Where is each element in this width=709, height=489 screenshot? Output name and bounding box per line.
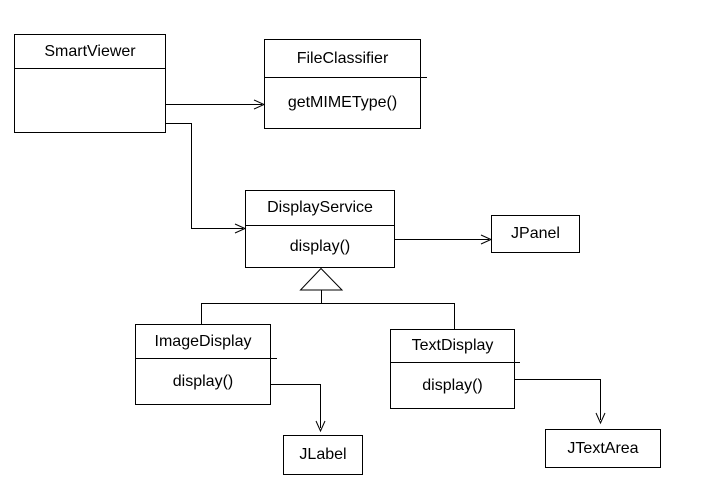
association-smartviewer-displayservice-seg1 bbox=[166, 123, 192, 124]
class-method-textdisplay-display: display() bbox=[422, 376, 483, 394]
class-method-getmimetype: getMIMEType() bbox=[287, 94, 398, 111]
class-box-displayservice: DisplayService display() bbox=[245, 190, 395, 268]
divider-overhang-textdisplay bbox=[515, 362, 520, 363]
class-method-imagedisplay-display: display() bbox=[172, 372, 234, 390]
class-body-smartviewer bbox=[15, 69, 165, 132]
open-arrowhead-icon bbox=[234, 223, 247, 234]
open-arrowhead-icon bbox=[480, 234, 493, 245]
association-displayservice-jpanel bbox=[395, 239, 489, 240]
association-smartviewer-fileclassifier bbox=[166, 104, 262, 105]
association-imagedisplay-jlabel-seg2 bbox=[320, 384, 321, 428]
class-title-textdisplay: TextDisplay bbox=[391, 330, 514, 363]
class-title-imagedisplay: ImageDisplay bbox=[136, 325, 270, 359]
association-smartviewer-displayservice-seg3 bbox=[191, 228, 243, 229]
class-box-smartviewer: SmartViewer bbox=[14, 34, 166, 133]
generalization-stem bbox=[321, 290, 322, 303]
class-box-jtextarea: JTextArea bbox=[545, 429, 661, 468]
class-title-smartviewer: SmartViewer bbox=[15, 35, 165, 69]
open-arrowhead-down-icon bbox=[315, 420, 326, 433]
association-textdisplay-jtextarea-seg1 bbox=[515, 379, 601, 380]
class-box-jpanel: JPanel bbox=[491, 215, 580, 253]
class-box-fileclassifier: FileClassifier getMIMEType() bbox=[264, 39, 421, 129]
class-method-displayservice-display: display() bbox=[289, 237, 351, 255]
divider-overhang-fileclassifier bbox=[421, 77, 427, 78]
class-title-jtextarea: JTextArea bbox=[567, 439, 639, 457]
open-arrowhead-down-icon bbox=[595, 412, 606, 425]
generalization-drop-imagedisplay bbox=[201, 303, 202, 324]
class-box-jlabel: JLabel bbox=[283, 435, 363, 475]
class-box-imagedisplay: ImageDisplay display() bbox=[135, 324, 271, 405]
generalization-triangle-icon bbox=[299, 267, 344, 291]
open-arrowhead-icon bbox=[253, 99, 266, 110]
association-smartviewer-displayservice-seg2 bbox=[191, 123, 192, 229]
divider-overhang-imagedisplay bbox=[271, 358, 277, 359]
association-imagedisplay-jlabel-seg1 bbox=[271, 384, 321, 385]
class-title-fileclassifier: FileClassifier bbox=[265, 40, 420, 78]
class-box-textdisplay: TextDisplay display() bbox=[390, 329, 515, 409]
class-title-jpanel: JPanel bbox=[511, 225, 560, 242]
association-textdisplay-jtextarea-seg2 bbox=[600, 379, 601, 420]
class-title-displayservice: DisplayService bbox=[246, 191, 394, 226]
class-title-jlabel: JLabel bbox=[299, 446, 347, 463]
generalization-rail bbox=[201, 303, 455, 304]
generalization-drop-textdisplay bbox=[454, 303, 455, 329]
